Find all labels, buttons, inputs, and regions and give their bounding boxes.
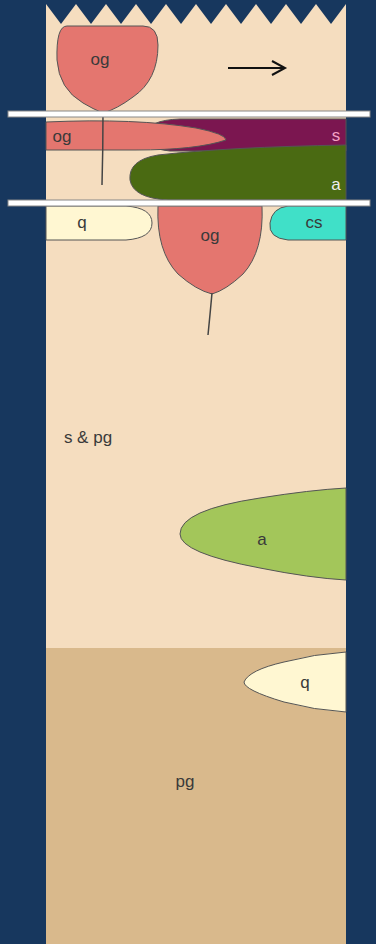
- strata-lens: q: [244, 652, 346, 712]
- feeder-stem: [208, 293, 212, 335]
- shape-outline: [46, 120, 226, 152]
- unit-label: s: [332, 127, 341, 146]
- strata-lens: a: [180, 488, 346, 580]
- unit-label: pg: [176, 773, 195, 792]
- shape-outline: [46, 206, 152, 240]
- shape-fill: [244, 652, 346, 712]
- unit-label: q: [300, 674, 309, 693]
- strata-band: a: [128, 145, 346, 200]
- shape-fill: [158, 206, 262, 294]
- shape-outline: [128, 145, 346, 200]
- column-lower-ground: [46, 648, 346, 944]
- shape-fill: [57, 26, 158, 113]
- intrusion-blob: og: [55, 25, 160, 125]
- feeder-stem: [102, 112, 103, 185]
- intrusion-blob: og: [158, 206, 262, 296]
- unit-label: s & pg: [64, 429, 112, 448]
- unit-label: a: [257, 531, 266, 550]
- shape-fill: [130, 145, 346, 200]
- shape-outline: [55, 25, 160, 125]
- unit-label: og: [201, 227, 220, 246]
- shape-outline: [158, 206, 262, 296]
- shape-outline: [244, 652, 346, 712]
- strata-lens: cs: [268, 206, 346, 240]
- strata-unit: a s & pg: [46, 240, 346, 648]
- unit-label: og: [53, 128, 72, 147]
- shape-fill: [46, 121, 226, 150]
- shape-fill: [270, 206, 346, 240]
- marker-bar: [8, 200, 370, 206]
- strata-lens: q: [46, 206, 152, 240]
- unit-label: cs: [306, 214, 323, 233]
- intrusion-lens: og: [46, 120, 226, 152]
- direction-arrow: [228, 67, 284, 69]
- shape-fill: [46, 206, 152, 240]
- arrow-head: [272, 61, 285, 75]
- unit-label: a: [331, 176, 340, 195]
- unit-label: q: [77, 214, 86, 233]
- unit-label: og: [91, 51, 110, 70]
- strata-unit: q pg: [46, 648, 346, 944]
- marker-bar: [8, 111, 370, 117]
- shape-fill: [180, 488, 346, 580]
- column-upper-ground: [46, 4, 346, 648]
